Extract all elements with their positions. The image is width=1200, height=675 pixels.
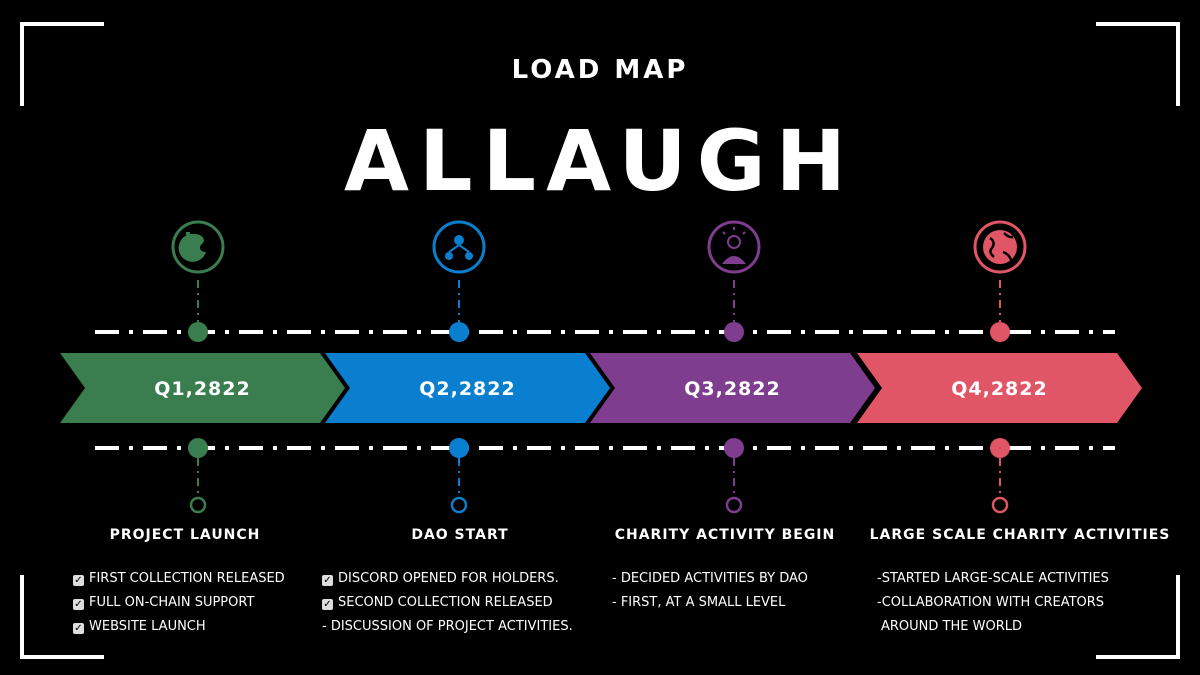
icon-ring [171,220,225,274]
list-item: around the world [881,619,1022,634]
phase-label: Q1,2822 [154,378,250,400]
phase-3-title: CHARITY ACTIVITY BEGIN [614,527,836,543]
list-item: - First, at a small level [612,595,786,610]
phase-3-list: - Decided activities by DAO - First, at … [612,567,808,615]
phase-1-title: PROJECT LAUNCH [109,527,261,543]
list-item: ✓Discord opened for holders. [322,571,559,586]
list-item: - Discussion of project activities. [322,619,573,634]
network-link [448,244,470,253]
checkbox-icon: ✓ [322,575,333,586]
phase-arrow [857,353,1142,423]
phase-4-title: LARGE SCALE CHARITY ACTIVITIES [869,527,1171,543]
checkbox-icon: ✓ [322,599,333,610]
corner-frame-top-left [20,22,104,106]
page-subtitle: LOAD MAP [511,55,689,85]
phase-arrow [325,353,610,423]
corner-frame-bottom-left [20,575,104,659]
top-node [990,322,1010,342]
phase-arrow [590,353,875,423]
list-item: -Collaboration with creators [877,595,1105,610]
page-title: ALLAUGH [344,112,856,210]
bottom-ring [189,496,207,514]
person-head [465,252,473,260]
idea-person-icon [707,220,761,274]
person-head [445,252,453,260]
palette-shape [178,233,206,262]
top-node [449,322,469,342]
checkbox-icon: ✓ [73,575,84,586]
list-item: - Decided activities by DAO [612,571,808,586]
list-item: ✓Second collection released [322,595,553,610]
continents-shape [989,232,1014,261]
bottom-ring [991,496,1009,514]
checkbox-icon: ✓ [73,623,84,634]
list-item: ✓Full on-chain support [73,595,255,610]
list-item: -Started large-scale activities [877,571,1109,586]
checkbox-icon: ✓ [73,599,84,610]
bottom-node [724,438,744,458]
phase-label: Q2,2822 [419,378,515,400]
bottom-node [990,438,1010,458]
globe-icon [973,220,1027,274]
bottom-ring [450,496,468,514]
top-node [724,322,744,342]
rays-shape [722,227,746,235]
phase-arrow [60,353,345,423]
icon-ring [973,220,1027,274]
icon-ring [432,220,486,274]
person-head [454,235,464,245]
person-body [722,256,746,264]
corner-frame-top-right [1096,22,1180,106]
phase-1-list: ✓First collection released ✓Full on-chai… [73,567,285,639]
brush-shape [186,232,190,258]
people-network-icon [432,220,486,274]
corner-frame-bottom-right [1096,575,1180,659]
palette-icon [171,220,225,274]
phase-2-list: ✓Discord opened for holders. ✓Second col… [322,567,573,639]
phase-label: Q4,2822 [951,378,1047,400]
phase-4-list: -Started large-scale activities -Collabo… [877,567,1109,639]
phase-2-title: DAO START [411,527,509,543]
list-item: ✓Website launch [73,619,206,634]
bottom-node [449,438,469,458]
phase-label: Q3,2822 [684,378,780,400]
bottom-ring [725,496,743,514]
bulb-shape [727,235,741,249]
top-node [188,322,208,342]
list-item: ✓First collection released [73,571,285,586]
icon-ring [707,220,761,274]
bottom-node [188,438,208,458]
